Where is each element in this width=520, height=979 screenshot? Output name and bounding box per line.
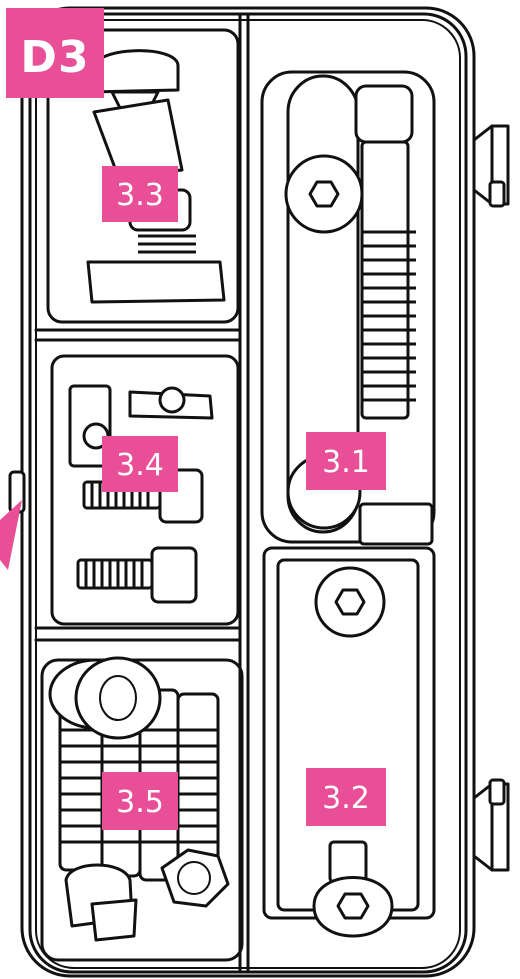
compartment-3-3-label: 3.3: [116, 178, 164, 213]
compartment-3-4-tag: 3.4: [102, 436, 178, 492]
hinge-top: [474, 126, 508, 206]
compartment-3-1-tag: 3.1: [306, 432, 386, 490]
compartment-3-5-tag: 3.5: [102, 772, 178, 830]
compartment-3-2-tag: 3.2: [306, 768, 386, 826]
compartment-3-1-label: 3.1: [322, 445, 370, 480]
compartment-3-2-label: 3.2: [322, 781, 370, 816]
corner-label-badge: D3: [6, 8, 104, 98]
compartment-3-5-label: 3.5: [116, 785, 164, 820]
hinge-bottom: [474, 780, 508, 870]
long-screws-part: [50, 658, 218, 880]
small-bolt-b: [78, 548, 196, 602]
latch: [0, 472, 24, 570]
compartment-3-3-tag: 3.3: [102, 166, 178, 222]
compartment-3-4-label: 3.4: [116, 448, 164, 483]
corner-label: D3: [20, 32, 89, 83]
plate-part: [278, 560, 418, 936]
